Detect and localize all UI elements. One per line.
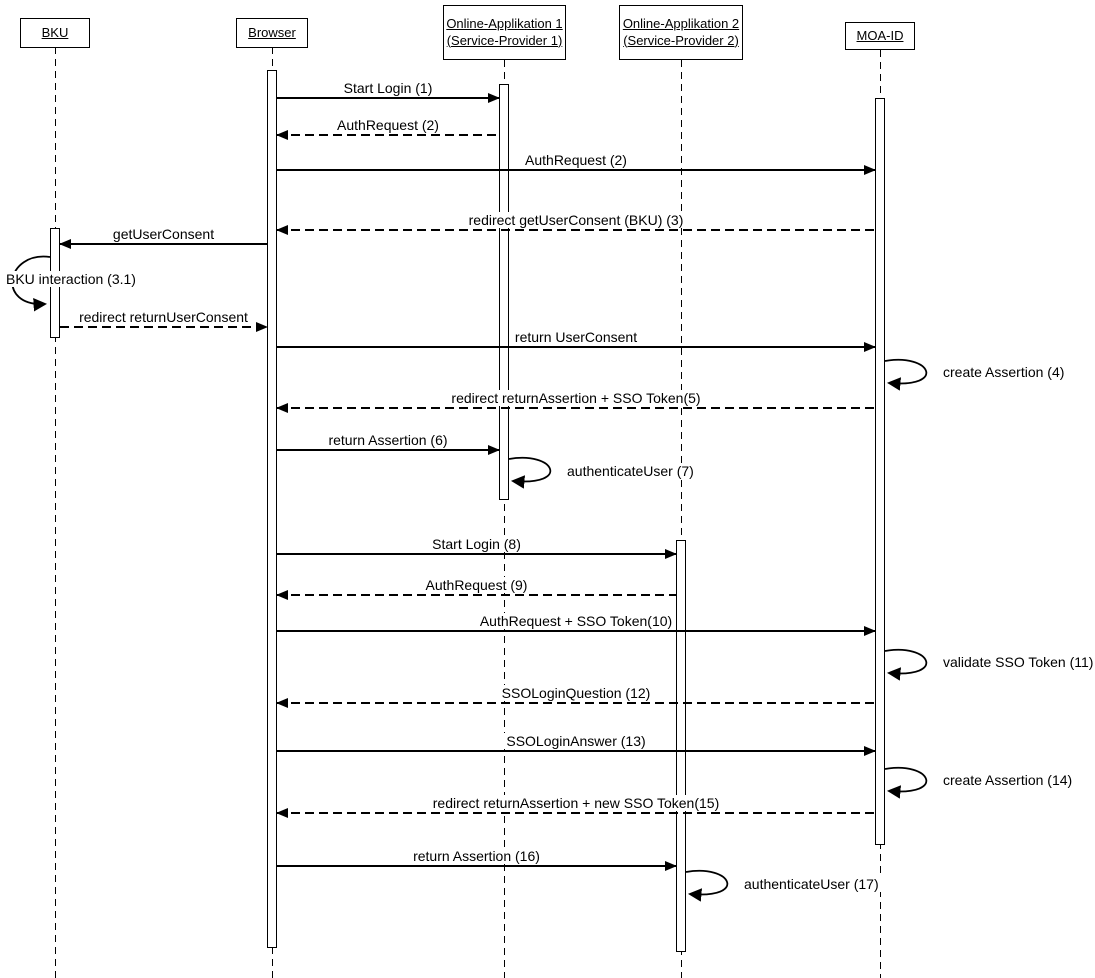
actor-online-applikation-1: Online-Applikation 1 (Service-Provider 1… (443, 5, 566, 60)
message-label: redirect returnAssertion + new SSO Token… (429, 795, 723, 811)
message-ssologinquestion-12: SSOLoginQuestion (12) (276, 685, 875, 708)
message-authrequest-9: AuthRequest (9) (276, 577, 676, 600)
message-line (277, 750, 875, 752)
message-line (277, 346, 875, 348)
message-label: Start Login (8) (429, 536, 524, 552)
self-message-label-create-assertion-4: create Assertion (4) (941, 364, 1067, 380)
lifeline-oa2 (681, 60, 682, 978)
arrowhead-icon (276, 130, 288, 140)
actor-moa-id: MOA-ID (845, 22, 915, 50)
arrowhead-icon (276, 403, 288, 413)
message-redirect-returnassertion-sso-token-5: redirect returnAssertion + SSO Token(5) (276, 390, 875, 413)
arrowhead-icon (276, 590, 288, 600)
arrowhead-icon (665, 549, 677, 559)
self-loop-authenticateuser-7 (508, 456, 552, 489)
actor-browser: Browser (236, 18, 308, 48)
message-label: return UserConsent (511, 329, 641, 345)
message-label: redirect returnUserConsent (76, 309, 251, 325)
message-line (60, 243, 267, 245)
message-label: return Assertion (6) (325, 432, 451, 448)
self-loop-create-assertion-4 (884, 358, 928, 391)
message-label: AuthRequest (2) (522, 152, 630, 168)
actor-oa2-label-line1: Online-Applikation 2 (622, 15, 740, 31)
message-authrequest-2-return: AuthRequest (2) (276, 117, 499, 140)
arrowhead-icon (256, 322, 268, 332)
actor-bku: BKU (20, 18, 90, 48)
self-loop-validate-sso-token-11 (884, 648, 928, 681)
message-ssologinanswer-13: SSOLoginAnswer (13) (277, 733, 876, 756)
arrowhead-icon (276, 225, 288, 235)
arrowhead-icon (488, 445, 500, 455)
message-authrequest-sso-token-10: AuthRequest + SSO Token(10) (277, 613, 876, 636)
message-getuserconsent: getUserConsent (59, 226, 267, 249)
message-line (277, 97, 499, 99)
arrowhead-icon (665, 861, 677, 871)
message-line (277, 553, 676, 555)
message-return-userconsent: return UserConsent (277, 329, 876, 352)
arrowhead-icon (864, 746, 876, 756)
message-authrequest-2: AuthRequest (2) (277, 152, 876, 175)
activation-oa1 (499, 84, 509, 500)
message-line (277, 630, 875, 632)
actor-online-applikation-2: Online-Applikation 2 (Service-Provider 2… (619, 5, 743, 60)
arrowhead-icon (864, 626, 876, 636)
message-return-assertion-16: return Assertion (16) (277, 848, 677, 871)
arrowhead-icon (488, 93, 500, 103)
arrowhead-icon (276, 698, 288, 708)
arrowhead-icon (864, 342, 876, 352)
message-label: getUserConsent (109, 226, 218, 242)
message-line (277, 407, 875, 409)
message-line (277, 169, 875, 171)
activation-browser (267, 70, 277, 948)
message-return-assertion-6: return Assertion (6) (277, 432, 500, 455)
lifeline-bku (55, 47, 56, 978)
message-start-login-8: Start Login (8) (277, 536, 677, 559)
self-loop-authenticateuser-17 (685, 869, 729, 902)
message-label: redirect returnAssertion + SSO Token(5) (448, 390, 704, 406)
message-line (277, 134, 499, 136)
message-start-login-1: Start Login (1) (277, 80, 500, 103)
arrowhead-icon (276, 808, 288, 818)
message-label: return Assertion (16) (410, 848, 543, 864)
message-label: AuthRequest (2) (334, 117, 442, 133)
activation-oa2 (676, 540, 686, 952)
activation-moaid (875, 98, 885, 845)
message-label: redirect getUserConsent (BKU) (3) (465, 212, 687, 228)
message-line (277, 812, 875, 814)
arrowhead-icon (864, 165, 876, 175)
actor-bku-label: BKU (41, 24, 69, 40)
message-label: SSOLoginQuestion (12) (498, 685, 654, 701)
message-label: AuthRequest + SSO Token(10) (476, 613, 676, 629)
message-redirect-returnuserconsent: redirect returnUserConsent (60, 309, 268, 332)
arrowhead-icon (59, 239, 71, 249)
self-message-label-authenticateuser-17: authenticateUser (17) (742, 876, 881, 892)
message-label: SSOLoginAnswer (13) (503, 733, 649, 749)
message-line (277, 594, 676, 596)
actor-oa1-label-line1: Online-Applikation 1 (446, 15, 563, 31)
self-message-label-validate-sso-token-11: validate SSO Token (11) (941, 654, 1095, 670)
actor-oa2-label-line2: (Service-Provider 2) (623, 32, 739, 48)
self-message-label-authenticateuser-7: authenticateUser (7) (565, 463, 696, 479)
self-message-label-create-assertion-14: create Assertion (14) (941, 772, 1075, 788)
lifeline-oa1 (504, 60, 505, 978)
message-line (60, 326, 267, 328)
message-redirect-getuserconsent-3: redirect getUserConsent (BKU) (3) (276, 212, 875, 235)
message-line (277, 865, 676, 867)
actor-oa1-label-line2: (Service-Provider 1) (446, 32, 563, 48)
self-message-label-bku-interaction: BKU interaction (3.1) (4, 271, 138, 287)
actor-browser-label: Browser (248, 24, 296, 40)
message-line (277, 702, 875, 704)
message-redirect-returnassertion-new-sso-token-15: redirect returnAssertion + new SSO Token… (276, 795, 875, 818)
message-label: AuthRequest (9) (422, 577, 531, 593)
message-line (277, 229, 875, 231)
message-line (277, 449, 499, 451)
message-label: Start Login (1) (340, 80, 436, 96)
actor-moaid-label: MOA-ID (856, 27, 904, 43)
self-loop-create-assertion-14 (884, 766, 928, 799)
